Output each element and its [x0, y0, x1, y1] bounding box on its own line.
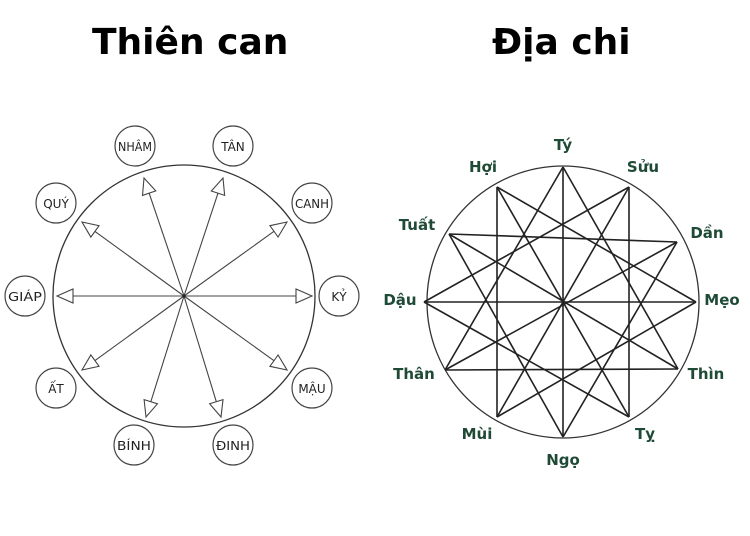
stem-node-canh: CANH — [291, 182, 333, 224]
stem-arrow-mau — [183, 295, 289, 371]
title-dia-chi: Địa chi — [492, 22, 631, 63]
stem-arrow-dinh — [183, 295, 224, 419]
arrowhead-icon — [141, 176, 157, 197]
branch-label-ty: Tỵ — [635, 425, 655, 443]
branch-label-dau: Dậu — [383, 291, 416, 309]
stem-arrow-binh — [143, 295, 185, 419]
stem-label: ẤT — [48, 380, 64, 396]
line-ty-thin — [562, 166, 679, 370]
line-ty-than — [444, 166, 564, 371]
branch-star-lines — [423, 166, 697, 438]
stem-node-tan: TÂN — [212, 125, 254, 167]
arrowhead-icon — [268, 221, 289, 239]
branch-label-dan: Dần — [690, 224, 723, 242]
arrowhead-icon — [55, 288, 74, 304]
stem-label: ĐINH — [216, 439, 250, 453]
stem-node-dinh: ĐINH — [212, 424, 254, 466]
arrowhead-icon — [268, 353, 289, 371]
arrowhead-icon — [295, 288, 314, 304]
line-mui-meo — [496, 301, 697, 418]
line-suu-dau — [423, 186, 630, 303]
line-hoi-meo — [496, 186, 697, 303]
stem-node-mau: MẬU — [291, 367, 333, 409]
stems-center-dot — [182, 294, 186, 298]
branch-label-hoi: Hợi — [469, 158, 497, 176]
stem-arrow-at — [80, 295, 185, 371]
stem-label: NHÂM — [118, 139, 152, 154]
line-ngo-tuat — [448, 233, 564, 438]
branch-label-than: Thân — [393, 365, 435, 383]
stem-arrow-ky — [184, 288, 314, 304]
stem-node-ky: KỶ — [318, 275, 360, 317]
line-tuat-dan — [448, 233, 678, 243]
heavenly-stems-diagram: NHÂM TÂN QUÝ CANH GIÁP KỶ ẤT MẬU BÍNH ĐINH — [4, 125, 360, 466]
stem-arrow-nham — [141, 176, 185, 297]
arrowhead-icon — [210, 176, 226, 197]
stem-arrow-tan — [183, 176, 226, 297]
branch-label-ngo: Ngọ — [546, 451, 580, 469]
arrowhead-icon — [80, 353, 101, 371]
stems-ring — [52, 164, 316, 428]
branch-label-mui: Mùi — [462, 425, 493, 443]
stem-node-quy: QUÝ — [35, 182, 77, 224]
arrowhead-icon — [80, 221, 101, 239]
branch-label-thin: Thìn — [688, 365, 725, 383]
stem-node-binh: BÍNH — [113, 424, 155, 466]
line-ty-hoi — [496, 186, 630, 418]
branch-label-suu: Sửu — [627, 158, 659, 176]
stem-label: QUÝ — [43, 196, 69, 211]
stem-label: BÍNH — [117, 438, 151, 453]
branch-label-ty: Tý — [554, 136, 572, 154]
stem-node-nham: NHÂM — [114, 125, 156, 167]
line-ngo-dan — [562, 241, 678, 438]
branch-label-tuat: Tuất — [399, 216, 436, 234]
stem-node-giap: GIÁP — [4, 275, 46, 317]
title-thien-can: Thiên can — [92, 22, 289, 63]
stem-label: KỶ — [331, 288, 347, 304]
stem-label: MẬU — [298, 381, 325, 396]
arrowhead-icon — [143, 398, 159, 419]
stem-node-at: ẤT — [35, 367, 77, 409]
stem-arrow-giap — [55, 288, 184, 304]
stem-label: GIÁP — [8, 289, 42, 304]
stem-arrow-canh — [183, 221, 289, 297]
stem-label: TÂN — [220, 139, 245, 154]
line-ty-dau — [423, 301, 630, 418]
line-than-thin — [444, 368, 679, 371]
stem-arrow-quy — [80, 221, 185, 297]
line-dan-than — [444, 241, 678, 371]
branch-label-meo: Mẹo — [704, 291, 739, 309]
arrowhead-icon — [208, 398, 224, 419]
stem-label: CANH — [295, 197, 329, 211]
